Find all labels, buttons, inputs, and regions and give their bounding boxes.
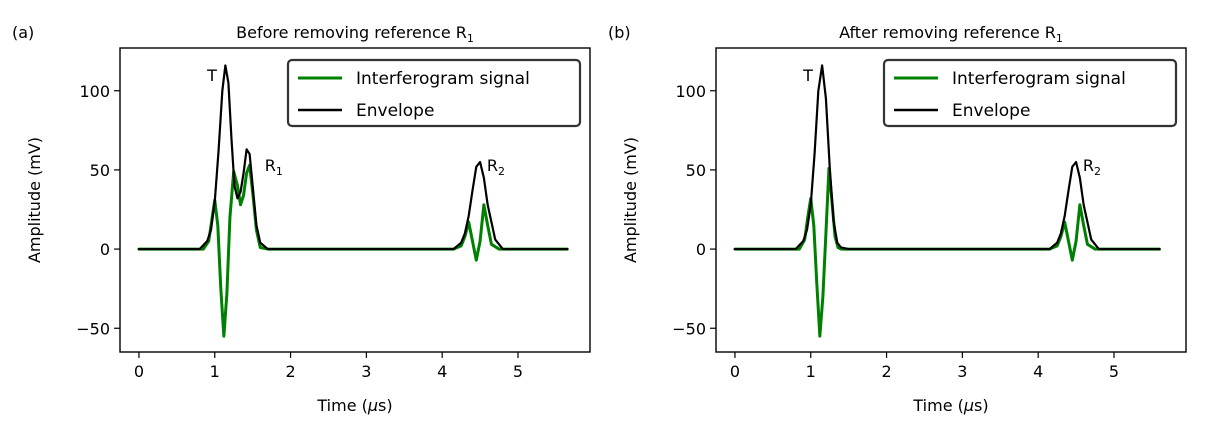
plot-frame bbox=[119, 47, 591, 353]
annotation-t: T bbox=[206, 66, 217, 85]
y-tick-label: 0 bbox=[696, 240, 706, 259]
legend-box bbox=[286, 58, 582, 128]
x-tick-label: 4 bbox=[437, 362, 447, 381]
x-axis-label: Time (μs) bbox=[316, 396, 392, 415]
annotation-label: R bbox=[265, 156, 276, 175]
annotation-label: R bbox=[487, 156, 498, 175]
y-tick-label: 100 bbox=[675, 82, 706, 101]
y-axis-label: Amplitude (mV) bbox=[621, 137, 640, 263]
x-axis-label: Time (μs) bbox=[912, 396, 988, 415]
legend-label: Envelope bbox=[356, 101, 434, 121]
x-tick-label: 3 bbox=[361, 362, 371, 381]
x-axis-label-suffix: s) bbox=[378, 396, 393, 415]
x-tick-label: 1 bbox=[806, 362, 816, 381]
x-tick-label: 0 bbox=[730, 362, 740, 381]
x-tick-label: 5 bbox=[513, 362, 523, 381]
y-tick-label: −50 bbox=[76, 319, 110, 338]
annotation-r2: R2 bbox=[487, 156, 505, 178]
annotation-subscript: 2 bbox=[1094, 165, 1101, 178]
panel-label: (a) bbox=[12, 23, 34, 42]
x-axis-label-mu: μ bbox=[367, 396, 378, 415]
x-axis-label-suffix: s) bbox=[974, 396, 989, 415]
interferogram-signal-line bbox=[733, 166, 1161, 338]
legend-label: Interferogram signal bbox=[952, 69, 1126, 89]
y-tick-label: 100 bbox=[79, 82, 110, 101]
y-tick-label: 50 bbox=[90, 161, 110, 180]
chart-title: Before removing reference R1 bbox=[236, 23, 474, 45]
annotation-label: R bbox=[1083, 156, 1094, 175]
panel-label: (b) bbox=[608, 23, 631, 42]
y-tick-label: −50 bbox=[672, 319, 706, 338]
x-tick-label: 4 bbox=[1033, 362, 1043, 381]
series-group bbox=[733, 64, 1161, 338]
x-tick-label: 3 bbox=[957, 362, 967, 381]
annotation-r1: R1 bbox=[265, 156, 283, 178]
annotation-t: T bbox=[802, 66, 813, 85]
annotation-subscript: 2 bbox=[498, 165, 505, 178]
chart-title: After removing reference R1 bbox=[839, 23, 1063, 45]
x-tick-label: 2 bbox=[881, 362, 891, 381]
x-axis-label-prefix: Time ( bbox=[316, 396, 367, 415]
annotation-subscript: 1 bbox=[276, 165, 283, 178]
chart-title-text: Before removing reference R bbox=[236, 23, 467, 42]
x-axis-label-prefix: Time ( bbox=[912, 396, 963, 415]
series-group bbox=[137, 64, 569, 338]
plot-frame bbox=[715, 47, 1187, 353]
y-tick-label: 0 bbox=[100, 240, 110, 259]
y-tick-label: 50 bbox=[686, 161, 706, 180]
chart-title-subscript: 1 bbox=[1056, 32, 1063, 45]
annotation-label: T bbox=[206, 66, 217, 85]
envelope-line bbox=[137, 64, 569, 251]
chart-title-subscript: 1 bbox=[467, 32, 474, 45]
x-tick-label: 0 bbox=[134, 362, 144, 381]
x-tick-label: 2 bbox=[285, 362, 295, 381]
interferogram-signal-line bbox=[137, 163, 569, 338]
envelope-line bbox=[733, 64, 1161, 251]
legend-label: Envelope bbox=[952, 101, 1030, 121]
y-axis-label: Amplitude (mV) bbox=[25, 137, 44, 263]
legend-label: Interferogram signal bbox=[356, 69, 530, 89]
annotation-label: T bbox=[802, 66, 813, 85]
x-axis-label-mu: μ bbox=[963, 396, 974, 415]
chart-title-text: After removing reference R bbox=[839, 23, 1056, 42]
x-tick-label: 1 bbox=[210, 362, 220, 381]
x-tick-label: 5 bbox=[1109, 362, 1119, 381]
annotation-r2: R2 bbox=[1083, 156, 1101, 178]
legend-box bbox=[882, 58, 1178, 128]
